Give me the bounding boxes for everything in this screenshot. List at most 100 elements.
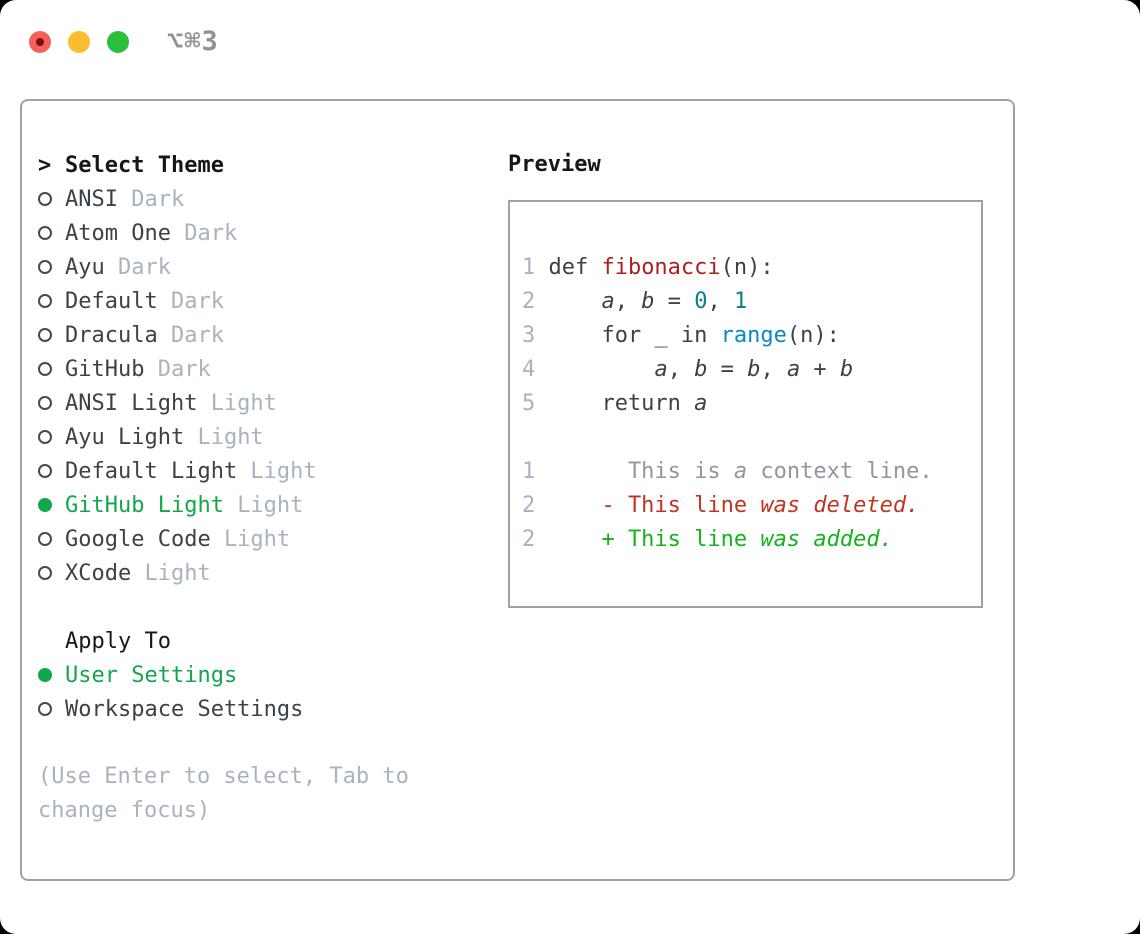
theme-variant-label: Light [144, 560, 211, 586]
apply-option-label: Workspace Settings [65, 696, 304, 722]
radio-selected-icon [38, 498, 52, 512]
preview-line: 3 for _ in range(n): [522, 319, 981, 353]
code-segment: was added. [760, 527, 893, 552]
radio-icon [38, 328, 52, 342]
theme-variant-label: Dark [131, 186, 185, 212]
theme-option-label: ANSI [65, 186, 118, 212]
code-segment: for _ in [548, 323, 721, 348]
code-segment: return [548, 391, 695, 416]
line-number: 2 [522, 527, 536, 552]
theme-variant-label: Dark [170, 288, 224, 314]
radio-icon [38, 566, 52, 580]
code-segment: was deleted. [760, 493, 920, 518]
window-shortcut-label: ⌥⌘3 [167, 26, 219, 57]
code-segment: 0 [694, 289, 708, 314]
theme-option-default-light[interactable]: Default Light Light [38, 454, 500, 488]
theme-option-github-light[interactable]: GitHub Light Light [38, 488, 500, 522]
apply-option-workspace-settings[interactable]: Workspace Settings [38, 692, 500, 726]
line-number: 2 [522, 493, 536, 518]
code-segment: = [654, 289, 695, 314]
code-segment: range [720, 323, 787, 348]
theme-option-label: Google Code [65, 526, 211, 552]
theme-variant-label: Dark [170, 322, 224, 348]
line-number: 1 [522, 255, 536, 280]
radio-icon [38, 702, 52, 716]
theme-variant-label: Light [250, 458, 317, 484]
titlebar: ⌥⌘3 [29, 26, 219, 57]
line-number: 3 [522, 323, 536, 348]
theme-option-ansi-light[interactable]: ANSI Light Light [38, 386, 500, 420]
code-segment: , [760, 357, 787, 382]
theme-option-github[interactable]: GitHub Dark [38, 352, 500, 386]
apply-option-label: User Settings [65, 662, 238, 688]
theme-variant-label: Dark [157, 356, 211, 382]
radio-icon [38, 532, 52, 546]
code-segment: a [654, 357, 668, 382]
preview-line: 2 - This line was deleted. [522, 489, 981, 523]
preview-line: 2 a, b = 0, 1 [522, 285, 981, 319]
close-button[interactable] [29, 30, 51, 53]
preview-line: 5 return a [522, 387, 981, 421]
code-segment: fibonacci [601, 255, 721, 280]
minimize-button[interactable] [68, 30, 90, 53]
theme-variant-label: Light [237, 492, 304, 518]
radio-icon [38, 430, 52, 444]
code-segment: - This line [548, 493, 761, 518]
code-segment: b [641, 289, 655, 314]
theme-option-label: GitHub [65, 356, 145, 382]
code-segment: a [601, 289, 615, 314]
radio-icon [38, 464, 52, 478]
theme-option-ansi[interactable]: ANSI Dark [38, 182, 500, 216]
code-segment: 1 [733, 289, 748, 314]
theme-option-dracula[interactable]: Dracula Dark [38, 318, 500, 352]
code-segment: = [707, 357, 748, 382]
code-segment: This is [548, 459, 734, 484]
theme-option-label: XCode [65, 560, 132, 586]
hint-line-2: change focus) [38, 798, 211, 823]
preview-line [522, 421, 981, 455]
radio-icon [38, 294, 52, 308]
code-segment [548, 357, 654, 382]
line-number: 2 [522, 289, 536, 314]
radio-icon [38, 362, 52, 376]
preview-line: 1 This is a context line. [522, 455, 981, 489]
preview-line: 4 a, b = b, a + b [522, 353, 981, 387]
theme-variant-label: Dark [117, 254, 171, 280]
code-segment: b [694, 357, 708, 382]
theme-list-title-row: >Select Theme [38, 148, 500, 182]
theme-option-label: Dracula [65, 322, 158, 348]
code-segment: context line. [747, 459, 933, 484]
zoom-button[interactable] [107, 30, 129, 53]
code-segment: b [839, 357, 854, 382]
code-segment: def [548, 255, 602, 280]
radio-icon [38, 260, 52, 274]
radio-icon [38, 396, 52, 410]
theme-option-xcode[interactable]: XCode Light [38, 556, 500, 590]
theme-option-label: ANSI Light [65, 390, 198, 416]
code-segment: a [786, 357, 801, 382]
radio-icon [38, 226, 52, 240]
theme-list-title: Select Theme [65, 152, 224, 178]
code-segment: a [733, 459, 748, 484]
line-number: 1 [522, 459, 536, 484]
preview-title: Preview [508, 152, 601, 177]
apply-option-user-settings[interactable]: User Settings [38, 658, 500, 692]
code-segment: a [694, 391, 708, 416]
code-segment [548, 289, 601, 314]
code-segment: , [667, 357, 695, 382]
code-segment: b [747, 357, 761, 382]
theme-option-label: GitHub Light [65, 492, 224, 518]
theme-variant-label: Dark [184, 220, 238, 246]
theme-option-label: Default Light [65, 458, 238, 484]
theme-variant-label: Light [210, 390, 277, 416]
